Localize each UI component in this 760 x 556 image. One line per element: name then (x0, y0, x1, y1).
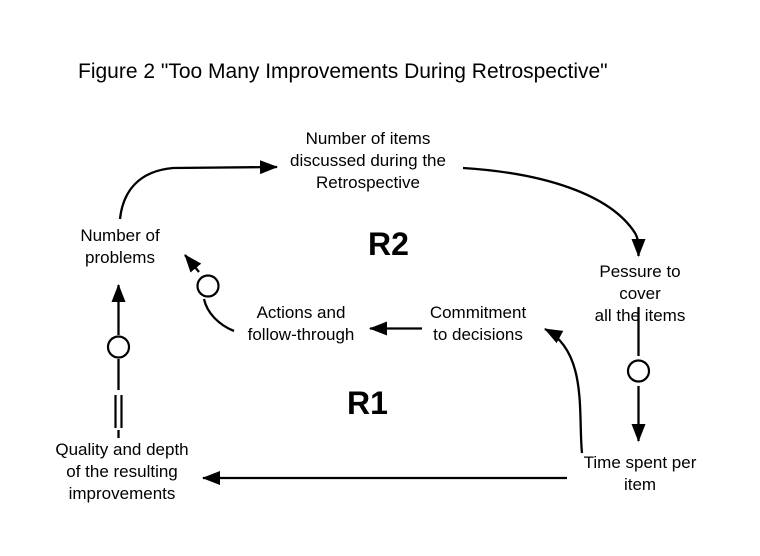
edge-time-to-commitment (544, 327, 584, 454)
figure-title: Figure 2 "Too Many Improvements During R… (78, 60, 608, 83)
opposite-marker-o (106, 335, 131, 359)
delay-marker (114, 395, 123, 428)
edge-quality-to-problems (106, 284, 131, 438)
loop-label-r1: R1 (347, 385, 388, 421)
opposite-marker-o (626, 359, 651, 383)
node-commitment-to-decisions: Commitment to decisions (429, 303, 527, 344)
edge-problems-to-items (118, 160, 278, 220)
opposite-marker-o (196, 274, 220, 298)
edge-actions-to-problems (184, 254, 235, 333)
node-time-spent-per-item: Time spent per item (583, 453, 697, 494)
node-actions-and-follow-through: Actions and follow-through (247, 303, 355, 344)
node-quality-and-depth-of-improvements: Quality and depth of the resulting impro… (55, 440, 189, 503)
loop-label-r2: R2 (368, 226, 409, 262)
node-number-of-problems: Number of problems (80, 226, 160, 267)
node-pressure-to-cover-all-items: Pessure to cover all the items (594, 262, 686, 325)
edge-items-to-pressure (462, 166, 646, 257)
node-number-of-items-discussed: Number of items discussed during the Ret… (290, 129, 446, 192)
edge-pressure-to-time (626, 307, 651, 442)
